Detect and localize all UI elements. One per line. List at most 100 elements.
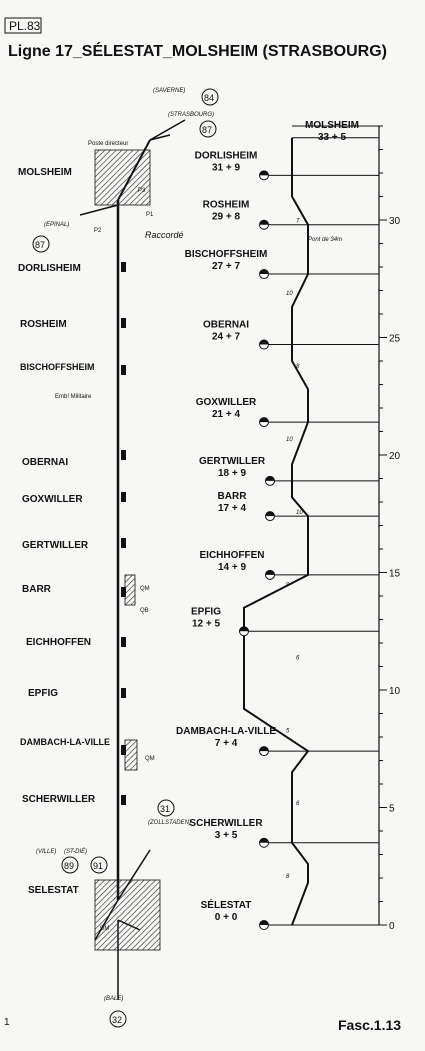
dm-label: DM xyxy=(100,926,109,932)
ecm-label: Emb! Militaire xyxy=(55,394,92,400)
profile-station-km: 33 + 5 xyxy=(318,132,347,143)
selestat-yard xyxy=(94,879,161,951)
y-tick-label: 25 xyxy=(389,334,401,345)
left-station-name: DORLISHEIM xyxy=(18,263,81,274)
station-marker-fill xyxy=(259,170,269,176)
station-marker-fill xyxy=(265,511,275,517)
station-block xyxy=(121,587,126,597)
connections: (SAVERNE) 84 (STRASBOURG) 87 (EPINAL) 87… xyxy=(32,88,219,1028)
dambach-sidings xyxy=(124,739,138,771)
gradient-label: 9 xyxy=(286,583,290,589)
plate-label: PL.83 xyxy=(9,19,41,33)
gradient-label: 6 xyxy=(296,655,300,661)
profile-station-km: 24 + 7 xyxy=(212,332,241,343)
station-marker-fill xyxy=(265,570,275,575)
left-station-name: MOLSHEIM xyxy=(18,167,72,178)
left-station-name: EPFIG xyxy=(28,688,58,699)
station-blocks xyxy=(121,262,126,805)
y-tick-label: 5 xyxy=(389,804,395,815)
station-marker-fill xyxy=(259,746,269,752)
qb-label: QB xyxy=(140,608,149,614)
raccorde-label: Raccordé xyxy=(145,230,184,240)
connection-number: 87 xyxy=(35,240,45,250)
molsheim-yard xyxy=(94,149,151,206)
p1-label: P1 xyxy=(146,212,154,218)
profile-station-name: DORLISHEIM xyxy=(195,150,258,161)
station-marker-fill xyxy=(259,220,269,225)
gradient-label: 6 xyxy=(296,801,300,807)
gradient-label: 10 xyxy=(286,291,293,297)
barr-sidings xyxy=(124,574,136,606)
qm-label: QM xyxy=(140,586,150,592)
y-tick-label: 15 xyxy=(389,569,401,580)
left-station-name: GOXWILLER xyxy=(22,494,83,505)
plate-box xyxy=(4,17,42,34)
station-block xyxy=(121,450,126,460)
station-block xyxy=(121,318,126,328)
y-tick-label: 0 xyxy=(389,921,395,932)
page-title: Ligne 17_SÉLESTAT_MOLSHEIM (STRASBOURG) xyxy=(8,41,387,60)
connection-circle xyxy=(32,235,50,253)
gradient-label: 10 xyxy=(296,510,303,516)
profile-station-km: 21 + 4 xyxy=(212,409,241,420)
y-tick-label: 30 xyxy=(389,216,401,227)
station-marker-fill xyxy=(265,476,275,481)
profile-line xyxy=(243,137,310,926)
connection-label: (ZOLLSTADEN) xyxy=(148,820,191,826)
station-block xyxy=(121,492,126,502)
profile-station-km: 29 + 8 xyxy=(212,212,241,223)
station-marker-fill xyxy=(259,417,269,423)
profile-station-name: MOLSHEIM xyxy=(305,120,359,131)
connection-circle xyxy=(199,120,217,138)
connection-circle xyxy=(61,856,79,874)
profile-station-name: EPFIG xyxy=(191,606,221,617)
station-marker-fill xyxy=(259,838,269,843)
connection-circle xyxy=(157,799,175,817)
track-west-branch xyxy=(79,204,119,216)
fascicule-label: Fasc.1.13 xyxy=(338,1017,401,1033)
profile-station-name: EICHHOFFEN xyxy=(200,550,265,561)
gradient-label: 7 xyxy=(296,218,300,224)
connection-label: (EPINAL) xyxy=(44,222,69,228)
station-block xyxy=(121,745,126,755)
connection-label: (ST-DIÉ) xyxy=(64,848,87,855)
profile-station-km: 31 + 9 xyxy=(212,162,241,173)
profile-station-km: 7 + 4 xyxy=(215,738,238,749)
profile-station-name: GOXWILLER xyxy=(196,397,257,408)
station-block xyxy=(121,637,126,647)
station-block xyxy=(121,538,126,548)
station-block xyxy=(121,688,126,698)
profile-station-name: SCHERWILLER xyxy=(189,818,263,829)
left-station-name: BARR xyxy=(22,584,52,595)
connection-label: (BALE) xyxy=(104,996,123,1002)
profile-station-name: ROSHEIM xyxy=(203,200,250,211)
profile-station-km: 17 + 4 xyxy=(218,503,247,514)
station-marker-fill xyxy=(259,920,269,925)
left-station-name: BISCHOFFSHEIM xyxy=(20,362,95,372)
profile-station-km: 12 + 5 xyxy=(192,618,221,629)
y-tick-label: 10 xyxy=(389,686,401,697)
gradient-label: 5 xyxy=(286,728,290,734)
gradient-label: 8 xyxy=(296,364,300,370)
station-block xyxy=(121,262,126,272)
track-top-branch xyxy=(149,119,186,141)
track-top-branch-2 xyxy=(149,134,171,141)
station-marker-fill xyxy=(259,340,269,345)
profile-station-name: BARR xyxy=(218,491,248,502)
profile-station-km: 0 + 0 xyxy=(215,912,238,923)
y-tick-label: 20 xyxy=(389,451,401,462)
left-station-name: SELESTAT xyxy=(28,885,79,896)
connection-number: 31 xyxy=(160,804,170,814)
profile-station-name: OBERNAI xyxy=(203,320,249,331)
profile-station-name: SÉLESTAT xyxy=(201,898,252,911)
station-block xyxy=(121,365,126,375)
connection-circle xyxy=(109,1010,127,1028)
page-number: 1 xyxy=(4,1017,10,1028)
profile-station-km: 18 + 9 xyxy=(218,468,247,479)
left-station-name: OBERNAI xyxy=(22,457,68,468)
left-station-name: SCHERWILLER xyxy=(22,794,96,805)
left-station-names: MOLSHEIM DORLISHEIM ROSHEIM BISCHOFFSHEI… xyxy=(18,167,110,896)
